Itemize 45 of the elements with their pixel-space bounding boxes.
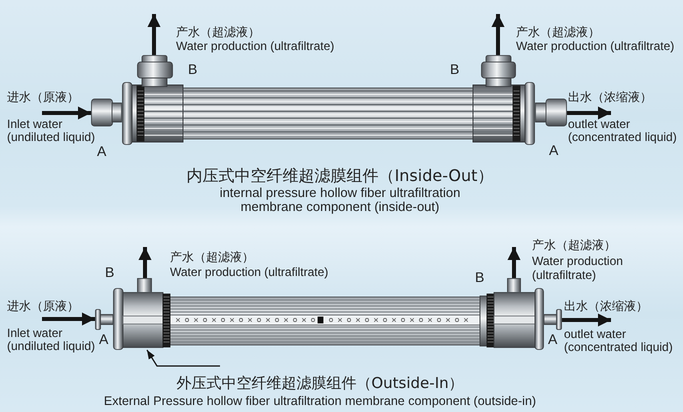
port-letter: A (548, 331, 558, 347)
flow-arrow (42, 312, 95, 326)
flow-arrow (492, 14, 504, 55)
port-letter: B (105, 264, 114, 280)
pipe-nozzle (544, 309, 562, 330)
title-text: 外压式中空纤维超滤膜组件（Outside-In） (176, 373, 464, 393)
flow-label: 产水（超滤液） (516, 25, 600, 39)
port-letter: A (549, 142, 558, 158)
flow-arrow (508, 247, 520, 278)
port-letter: A (97, 143, 106, 159)
flow-arrow (138, 247, 152, 278)
flow-label: 产水（超滤液） (176, 25, 260, 39)
flow-label: outlet water (concentrated liquid) (568, 118, 678, 144)
flow-arrow (148, 14, 160, 55)
pipe-nozzle (95, 309, 113, 330)
flow-label: Water production (ultrafiltrate) (176, 39, 334, 53)
flow-label: Inlet water (undiluted liquid) (7, 118, 96, 144)
pipe-port (481, 55, 516, 87)
pipe-port (137, 55, 173, 87)
flow-label: 出水（浓缩液） (564, 299, 648, 313)
port-letter: B (450, 61, 460, 77)
flow-label: 进水（原液） (7, 299, 79, 313)
port-letter: B (188, 61, 198, 77)
flow-label: Water production (ultrafiltrate) (170, 265, 328, 279)
membrane-module (113, 288, 544, 350)
flow-label: 产水（超滤液） (170, 250, 254, 264)
flow-label: Inlet water (undiluted liquid) (7, 327, 96, 353)
caption-text: internal pressure hollow fiber ultrafiltration membrane component (inside-out) (218, 186, 462, 214)
port-letter: B (475, 269, 484, 285)
flow-label: 产水（超滤液） (532, 238, 616, 252)
pipe-nozzle (535, 97, 567, 128)
flow-arrow (562, 314, 611, 326)
flow-label: 出水（浓缩液） (568, 90, 652, 104)
leader-arrow (146, 350, 220, 367)
flow-arrow (42, 106, 91, 120)
pipe-nozzle (91, 97, 122, 128)
flow-label: 进水（原液） (7, 90, 79, 104)
flow-label: Water production (ultrafiltrate) (516, 39, 674, 53)
flow-label: outlet water (concentrated liquid) (564, 328, 674, 354)
title-text: 内压式中空纤维超滤膜组件（Inside-Out） (186, 166, 494, 186)
flow-label: Water production (ultrafiltrate) (532, 254, 624, 282)
caption-text: External Pressure hollow fiber ultrafiltration membrane component (outside-in) (104, 393, 536, 409)
membrane-module (122, 82, 535, 145)
flow-arrow (567, 106, 611, 120)
port-letter: A (99, 331, 108, 347)
